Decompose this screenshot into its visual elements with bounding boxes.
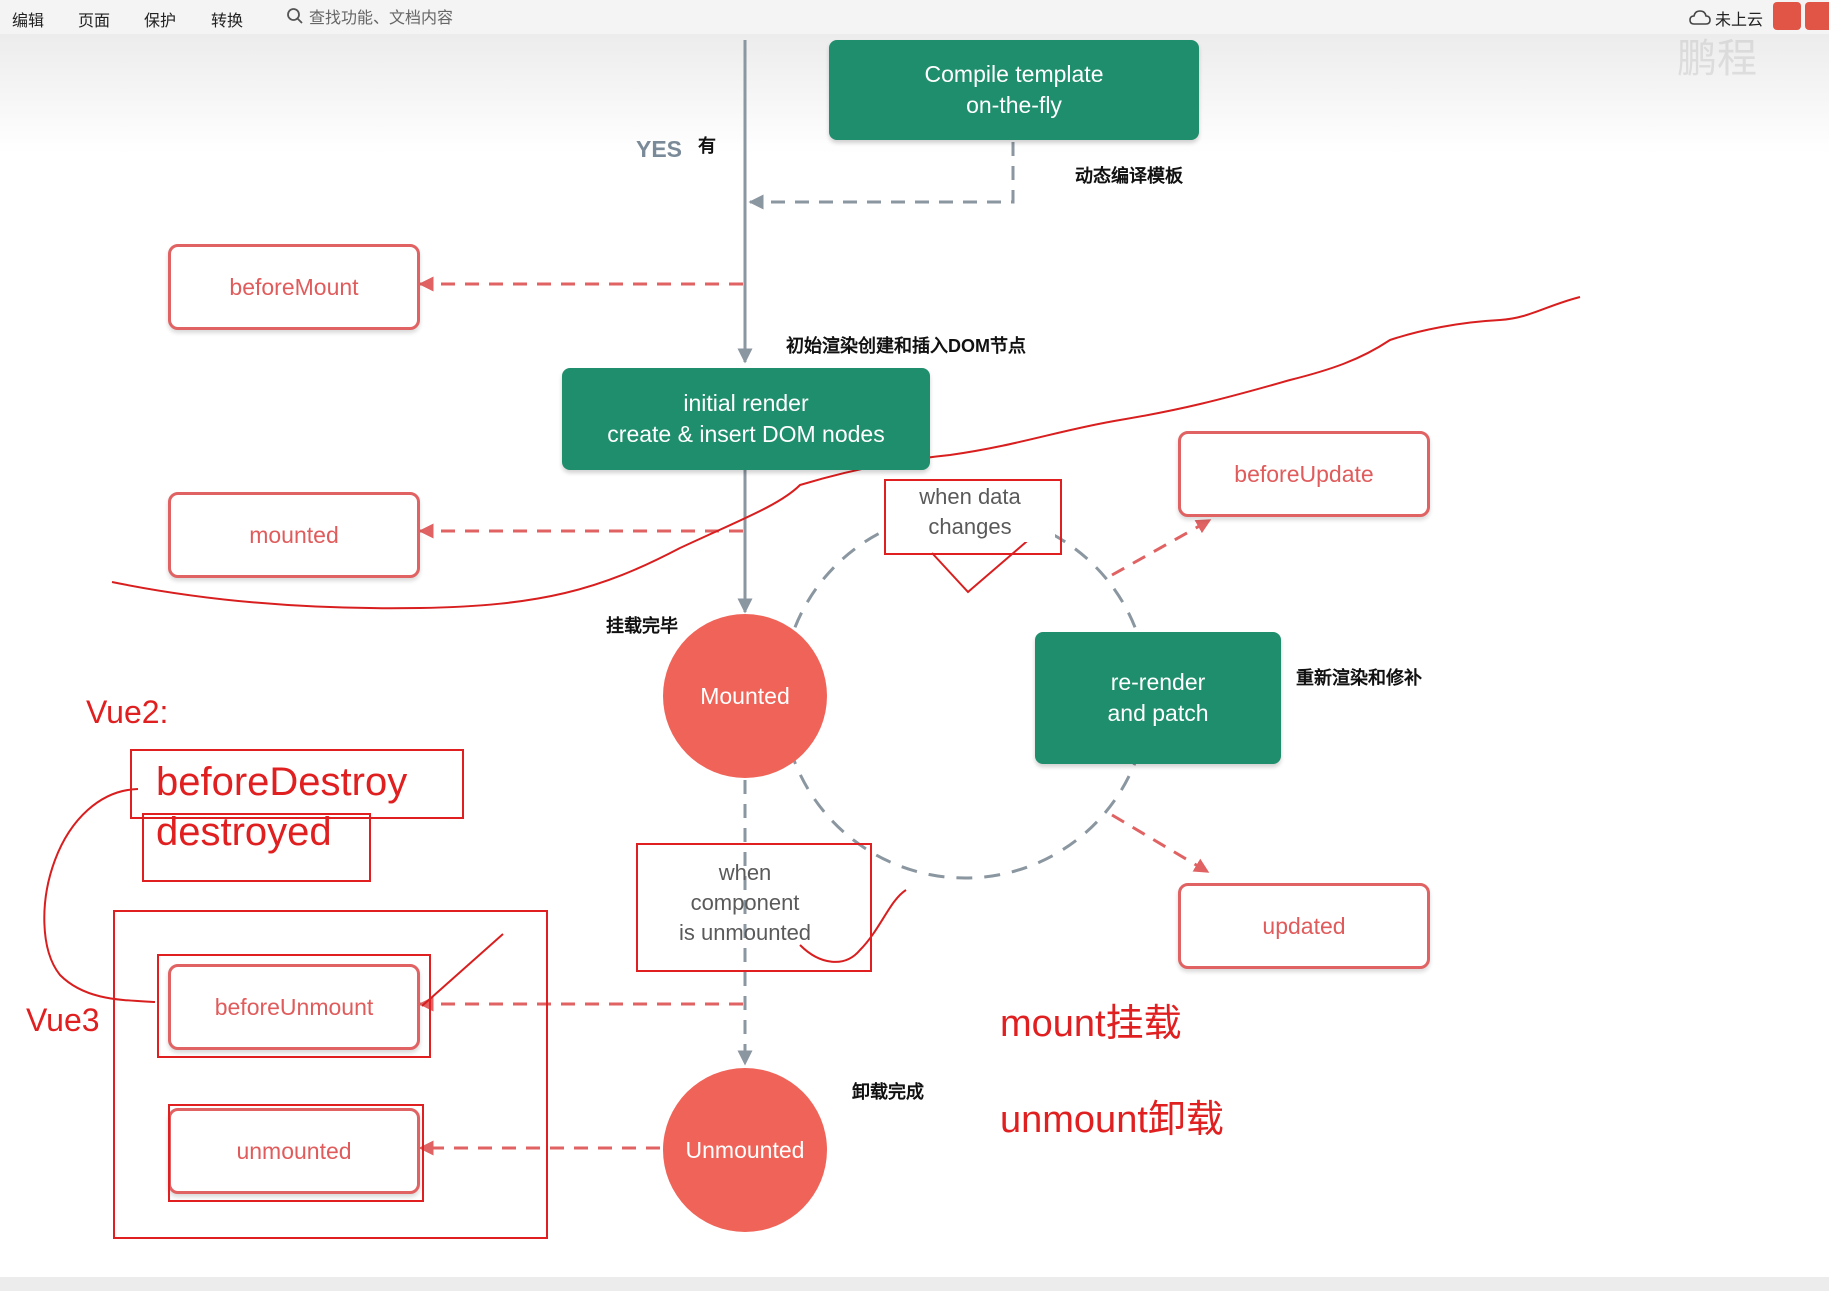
when-data-changes-label: when data changes xyxy=(885,482,1055,542)
compile-template-label: Compile template on-the-fly xyxy=(924,61,1104,118)
hook-mounted-label: mounted xyxy=(249,521,339,548)
vue3-hooks-box xyxy=(113,910,548,1239)
search-box[interactable]: 查找功能、文档内容 xyxy=(286,5,453,27)
unmounted-circle: Unmounted xyxy=(663,1068,827,1232)
mounted-circle-label: Mounted xyxy=(700,682,790,709)
cloud-status-label: 未上云 xyxy=(1714,12,1763,29)
unmounted-circle-label: Unmounted xyxy=(685,1136,805,1163)
watermark: 鹏程 xyxy=(1677,37,1757,81)
hook-updated: updated xyxy=(1178,883,1430,969)
cloud-status[interactable]: 未上云 xyxy=(1689,6,1763,30)
data-changes-check xyxy=(931,529,1041,594)
hook-before-mount: beforeMount xyxy=(168,244,420,330)
menu-convert[interactable]: 转换 xyxy=(211,13,244,30)
mounted-circle: Mounted xyxy=(663,614,827,778)
render-note: 初始渲染创建和插入DOM节点 xyxy=(786,336,1026,356)
search-placeholder: 查找功能、文档内容 xyxy=(309,10,454,27)
hook-before-unmount: beforeUnmount xyxy=(168,964,420,1050)
compile-return-line xyxy=(748,142,1015,210)
search-icon xyxy=(287,8,303,24)
divider-scribble xyxy=(111,296,1581,610)
hook-mounted: mounted xyxy=(168,492,420,578)
destroyed-label: destroyed xyxy=(156,810,332,854)
yes-label: YES xyxy=(636,136,683,162)
unmounted-highlight xyxy=(168,1104,424,1202)
hook-unmounted: unmounted xyxy=(168,1108,420,1194)
menu-protect[interactable]: 保护 xyxy=(144,13,177,30)
cloud-icon xyxy=(1689,10,1711,25)
before-destroy-label: beforeDestroy xyxy=(156,760,408,804)
hook-updated-label: updated xyxy=(1262,912,1346,939)
before-destroy-box xyxy=(130,749,464,819)
destroyed-box xyxy=(142,813,371,882)
unmount-note: 卸载完成 xyxy=(852,1082,924,1102)
before-unmount-highlight xyxy=(157,954,431,1058)
compile-template-box: Compile template on-the-fly xyxy=(829,40,1199,140)
hook-before-mount-label: beforeMount xyxy=(229,273,359,300)
arrow-updated xyxy=(1111,813,1210,874)
hook-unmounted-label: unmounted xyxy=(236,1137,352,1164)
initial-render-label: initial render create & insert DOM nodes xyxy=(607,390,885,447)
menu-page[interactable]: 页面 xyxy=(78,13,111,30)
rerender-note: 重新渲染和修补 xyxy=(1296,668,1422,688)
rerender-box: re-render and patch xyxy=(1035,632,1281,764)
bottom-bar xyxy=(0,1277,1829,1291)
unmount-note-red: unmount卸载 xyxy=(1000,1099,1224,1141)
vue2-vue3-link xyxy=(43,788,156,1003)
mounted-note: 挂载完毕 xyxy=(606,616,678,636)
share-button[interactable] xyxy=(1773,2,1801,30)
hook-before-unmount-label: beforeUnmount xyxy=(214,993,374,1020)
toolbar: 编辑 页面 保护 转换 查找功能、文档内容 未上云 xyxy=(0,0,1829,35)
rerender-label: re-render and patch xyxy=(1107,669,1209,726)
mount-note: mount挂载 xyxy=(1000,1003,1182,1045)
unmounted-check xyxy=(799,889,907,963)
yes-zh-label: 有 xyxy=(698,136,716,156)
menu-edit[interactable]: 编辑 xyxy=(12,13,45,30)
hook-before-update-label: beforeUpdate xyxy=(1234,460,1374,487)
compile-note: 动态编译模板 xyxy=(1075,166,1183,186)
arrow-before-update xyxy=(1111,518,1212,577)
vue3-label: Vue3 xyxy=(26,1002,100,1038)
initial-render-box: initial render create & insert DOM nodes xyxy=(562,368,930,470)
unmounted-condition-highlight xyxy=(636,843,872,972)
data-changes-highlight xyxy=(884,479,1062,555)
hook-before-update: beforeUpdate xyxy=(1178,431,1430,517)
vue3-pointer xyxy=(421,933,504,1007)
when-unmounted-label: when component is unmounted xyxy=(678,860,812,945)
vue2-label: Vue2: xyxy=(86,694,169,730)
menu-button[interactable] xyxy=(1805,2,1829,30)
